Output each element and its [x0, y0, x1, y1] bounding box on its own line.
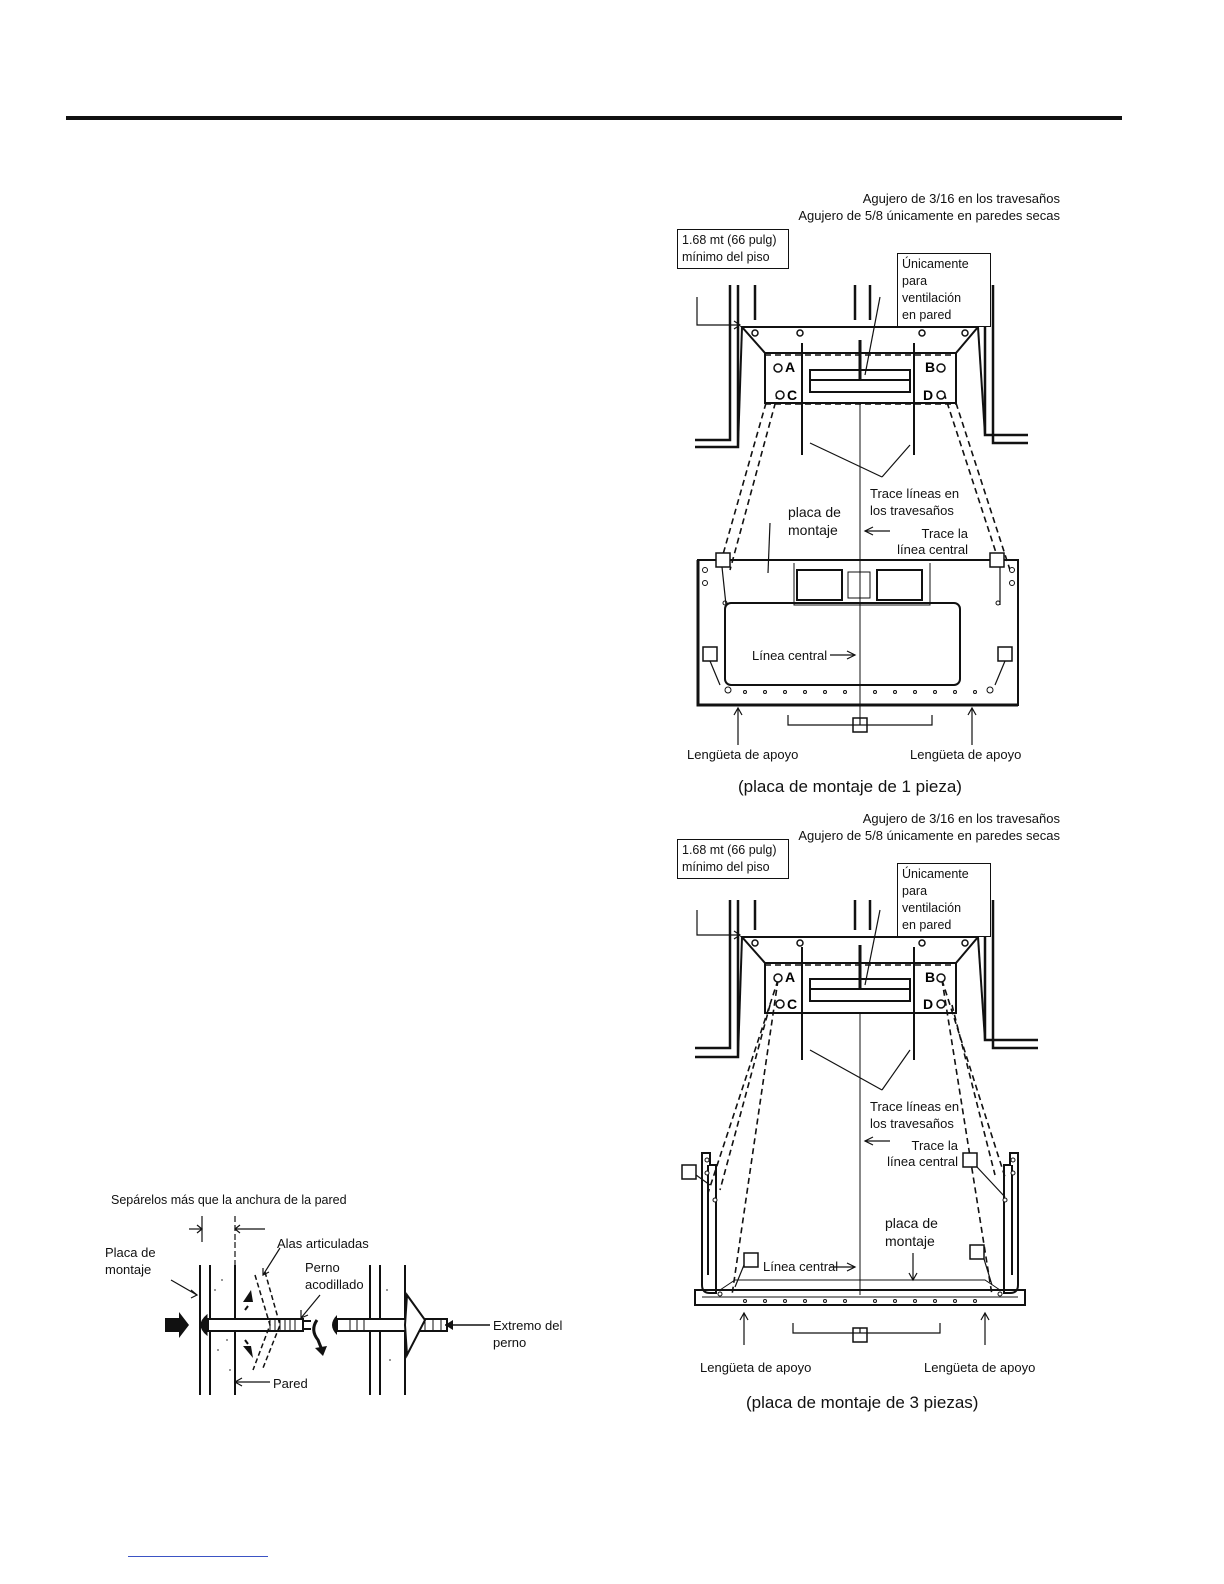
- support-tab-right-label-3pc: Lengüeta de apoyo: [924, 1360, 1036, 1375]
- toggle-bolt-line-2: acodillado: [305, 1277, 364, 1292]
- bolt-end-line-1: Extremo del: [493, 1318, 563, 1333]
- trace-studs-line-2: los travesaños: [870, 503, 954, 518]
- three-piece-plate-drawing: A B C D: [681, 900, 1038, 1345]
- wall-label: Pared: [273, 1376, 308, 1391]
- toggle-plate-line-2: montaje: [105, 1262, 152, 1277]
- trace-center-line-2: línea central: [897, 542, 968, 557]
- wall-vent-line-1: Únicamente: [902, 257, 969, 271]
- hole-note-drywall: Agujero de 5/8 únicamente en paredes sec…: [798, 208, 1060, 223]
- three-piece-plate-diagram: A B C D Agujero de 3/16 en los travesaño…: [660, 805, 1080, 1420]
- one-piece-plate-drawing: A B C D: [695, 285, 1028, 745]
- trace-center-line-2-3pc: línea central: [887, 1154, 958, 1169]
- header-rule: [66, 116, 1122, 120]
- plate-label-line-2: montaje: [788, 522, 838, 538]
- wall-vent-line-3-3pc: en pared: [902, 918, 952, 932]
- toggle-bolt-diagram: Sepárelos más que la anchura de la pared…: [105, 1190, 575, 1405]
- spread-note: Sepárelos más que la anchura de la pared: [111, 1193, 347, 1207]
- floor-clearance-line-2-3pc: mínimo del piso: [682, 860, 770, 874]
- toggle-bolt-drawing: [165, 1216, 490, 1395]
- hole-label-a: A: [785, 359, 795, 375]
- hole-note-studs-3pc: Agujero de 3/16 en los travesaños: [862, 811, 1060, 826]
- hole-label-c-3pc: C: [787, 996, 797, 1012]
- plate-label-line-2-3pc: montaje: [885, 1233, 935, 1249]
- hole-label-c: C: [787, 387, 797, 403]
- footer-link-line: [128, 1556, 268, 1557]
- floor-clearance-line-2: mínimo del piso: [682, 250, 770, 264]
- one-piece-caption: (placa de montaje de 1 pieza): [738, 777, 962, 796]
- hole-label-b-3pc: B: [925, 969, 935, 985]
- wall-vent-line-1-3pc: Únicamente: [902, 867, 969, 881]
- support-tab-left-label-3pc: Lengüeta de apoyo: [700, 1360, 812, 1375]
- hinged-wings-label: Alas articuladas: [277, 1236, 369, 1251]
- floor-clearance-line-1: 1.68 mt (66 pulg): [682, 233, 777, 247]
- plate-label-line-1-3pc: placa de: [885, 1215, 938, 1231]
- support-tab-left-label: Lengüeta de apoyo: [687, 747, 799, 762]
- bolt-end-line-2: perno: [493, 1335, 527, 1350]
- wall-vent-line-2-3pc: para ventilación: [902, 884, 962, 915]
- trace-studs-line-2-3pc: los travesaños: [870, 1116, 954, 1131]
- floor-clearance-box: 1.68 mt (66 pulg) mínimo del piso: [677, 229, 789, 269]
- wall-vent-box: Únicamente para ventilación en pared: [897, 253, 991, 327]
- hole-label-d: D: [923, 387, 933, 403]
- three-piece-caption: (placa de montaje de 3 piezas): [746, 1393, 979, 1412]
- floor-clearance-line-1-3pc: 1.68 mt (66 pulg): [682, 843, 777, 857]
- wall-vent-line-2: para ventilación: [902, 274, 962, 305]
- one-piece-plate-diagram: A B C D Agujero de 3/16 en los travesaño…: [660, 185, 1080, 800]
- trace-center-line-1: Trace la: [921, 526, 968, 541]
- center-line-label-3pc: Línea central: [763, 1259, 839, 1274]
- wall-vent-box-3pc: Únicamente para ventilación en pared: [897, 863, 991, 937]
- hole-label-a-3pc: A: [785, 969, 795, 985]
- hole-label-d-3pc: D: [923, 996, 933, 1012]
- trace-studs-line-1-3pc: Trace líneas en: [870, 1099, 960, 1114]
- support-tab-right-label: Lengüeta de apoyo: [910, 747, 1022, 762]
- trace-center-line-1-3pc: Trace la: [911, 1138, 958, 1153]
- toggle-bolt-line-1: Perno: [305, 1260, 340, 1275]
- hole-note-studs: Agujero de 3/16 en los travesaños: [862, 191, 1060, 206]
- wall-vent-line-3: en pared: [902, 308, 952, 322]
- center-line-label: Línea central: [752, 648, 828, 663]
- hole-note-drywall-3pc: Agujero de 5/8 únicamente en paredes sec…: [798, 828, 1060, 843]
- plate-label-line-1: placa de: [788, 504, 841, 520]
- hole-label-b: B: [925, 359, 935, 375]
- toggle-plate-line-1: Placa de: [105, 1245, 156, 1260]
- floor-clearance-box-3pc: 1.68 mt (66 pulg) mínimo del piso: [677, 839, 789, 879]
- trace-studs-line-1: Trace líneas en: [870, 486, 960, 501]
